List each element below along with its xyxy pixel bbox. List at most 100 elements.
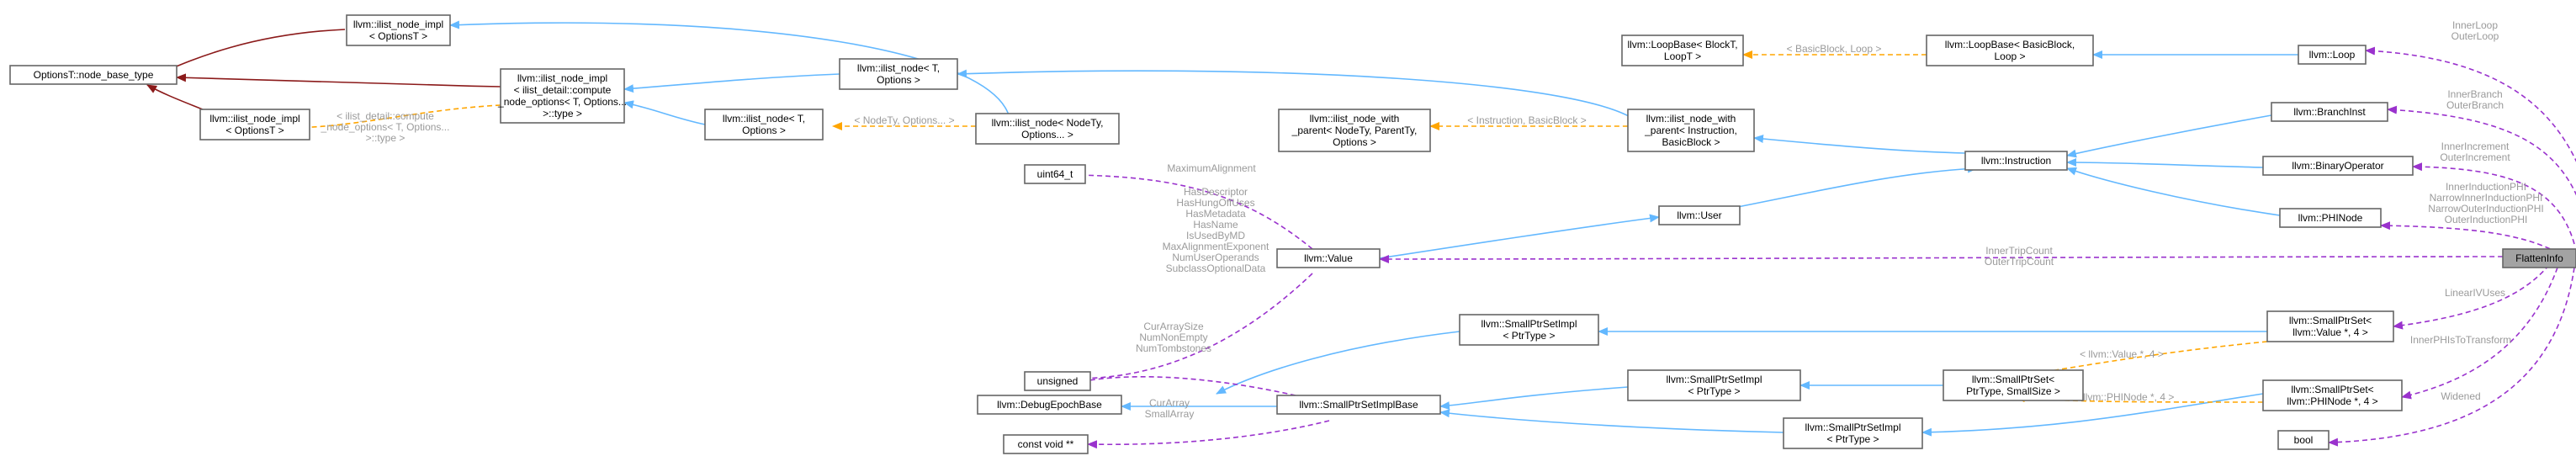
edge-label: < llvm::Value *, 4 >: [2080, 348, 2164, 360]
class-node-smallptrsetimplbase[interactable]: llvm::SmallPtrSetImplBase: [1276, 395, 1441, 415]
edge-impl-a-to-base: [162, 29, 346, 73]
node-label: _parent< Instruction,: [1644, 125, 1737, 136]
class-node-const-void[interactable]: const void **: [1003, 434, 1089, 454]
class-node-value[interactable]: llvm::Value: [1276, 248, 1381, 268]
edge-label: Widened: [2441, 390, 2480, 402]
class-node-binaryoperator[interactable]: llvm::BinaryOperator: [2262, 156, 2414, 176]
edge-label: >::type >: [366, 132, 405, 144]
class-node-ilist-node-impl-a[interactable]: llvm::ilist_node_impl< OptionsT >: [346, 14, 451, 46]
node-label: llvm::ilist_node_impl: [353, 19, 443, 30]
node-label: _parent< NodeTy, ParentTy,: [1291, 125, 1418, 136]
node-box: [2277, 430, 2330, 450]
edge-label: CurArraySize: [1143, 321, 1204, 332]
edge-label: < ilist_detail::compute: [337, 110, 434, 122]
class-node-debugepochbase[interactable]: llvm::DebugEpochBase: [977, 395, 1122, 415]
node-box: [9, 65, 178, 85]
class-node-optionst-node-base-type[interactable]: OptionsT::node_base_type: [9, 65, 178, 85]
edge-label: < llvm::PHINode *, 4 >: [2075, 391, 2175, 403]
node-label: PtrType, SmallSize >: [1966, 385, 2060, 397]
class-node-smallptrsetimpl-c[interactable]: llvm::SmallPtrSetImpl< PtrType >: [1783, 417, 1923, 449]
node-label: unsigned: [1037, 375, 1079, 387]
node-label: llvm::ilist_node< T,: [857, 62, 940, 74]
edge-nodety-to-impl-a: [449, 20, 1010, 119]
edge-label: < BasicBlock, Loop >: [1787, 43, 1882, 55]
node-box: [1943, 369, 2084, 401]
edge-impl-b-to-base: [1439, 386, 1629, 411]
edge-use-counts: [1074, 376, 1296, 396]
edge-branch-to-instruction: [2066, 114, 2272, 158]
class-node-instruction[interactable]: llvm::Instruction: [1964, 151, 2068, 171]
node-label: llvm::SmallPtrSet<: [2289, 315, 2372, 326]
edge-label: LinearIVUses: [2445, 287, 2505, 299]
edge-label: NarrowInnerInductionPHI: [2430, 192, 2543, 204]
node-box: [1964, 151, 2068, 171]
node-box: [704, 109, 824, 141]
node-label: llvm::SmallPtrSetImpl: [1481, 318, 1577, 330]
class-node-ilist-node-t-b[interactable]: llvm::ilist_node< T,Options >: [704, 109, 824, 141]
class-node-uint64-t[interactable]: uint64_t: [1024, 164, 1086, 184]
node-box: [1627, 369, 1801, 401]
node-box: [1627, 109, 1755, 152]
class-node-ilist-node-impl-compute[interactable]: llvm::ilist_node_impl< ilist_detail::com…: [497, 68, 627, 124]
class-node-ilist-node-with-parent-instruction[interactable]: llvm::ilist_node_with_parent< Instructio…: [1627, 109, 1755, 152]
class-node-loopbase-basicblock[interactable]: llvm::LoopBase< BasicBlock,Loop >: [1926, 34, 2094, 66]
node-box: [1278, 109, 1431, 152]
node-label: llvm::User: [1677, 209, 1721, 221]
edge-phi-to-instruction: [2066, 167, 2281, 216]
edge-label: HasDescriptor: [1184, 186, 1248, 198]
class-node-ilist-node-with-parent-nodety[interactable]: llvm::ilist_node_with_parent< NodeTy, Pa…: [1278, 109, 1431, 152]
node-label: llvm::SmallPtrSet<: [2291, 384, 2373, 395]
class-node-smallptrsetimpl-a[interactable]: llvm::SmallPtrSetImpl< PtrType >: [1459, 314, 1599, 346]
node-label: llvm::LoopBase< BlockT,: [1627, 39, 1737, 50]
edge-templ-compute: [294, 104, 501, 132]
class-node-branchinst[interactable]: llvm::BranchInst: [2271, 102, 2388, 122]
class-node-flatteninfo: FlattenInfo: [2502, 248, 2576, 268]
edge-label: OuterIncrement: [2440, 151, 2510, 163]
node-label: < PtrType >: [1688, 385, 1740, 397]
class-node-ilist-node-impl-b[interactable]: llvm::ilist_node_impl< OptionsT >: [199, 109, 310, 141]
class-node-ilist-node-nodety[interactable]: llvm::ilist_node< NodeTy,Options... >: [975, 113, 1120, 145]
node-label: llvm::ilist_node_impl: [209, 113, 299, 125]
edge-templ-value-4: [2015, 341, 2268, 379]
edge-label: HasName: [1193, 219, 1238, 231]
edge-label: InnerInductionPHI: [2446, 181, 2526, 193]
node-label: < PtrType >: [1503, 330, 1555, 342]
node-box: [1003, 434, 1089, 454]
node-box: [346, 14, 451, 46]
class-node-phinode[interactable]: llvm::PHINode: [2279, 208, 2382, 228]
edge-use-tripcount: [1379, 254, 2504, 263]
class-node-smallptrset-phinode[interactable]: llvm::SmallPtrSet<llvm::PHINode *, 4 >: [2262, 379, 2403, 411]
node-box: [500, 68, 625, 124]
class-node-loop[interactable]: llvm::Loop: [2298, 45, 2367, 65]
node-box: [199, 109, 310, 141]
edge-label: < NodeTy, Options... >: [854, 114, 954, 126]
node-label: llvm::DebugEpochBase: [997, 399, 1102, 411]
class-node-user[interactable]: llvm::User: [1658, 205, 1741, 225]
edge-label: InnerTripCount: [1985, 245, 2053, 257]
node-box: [2262, 379, 2403, 411]
node-label: llvm::ilist_node_impl: [517, 72, 607, 84]
edge-label: InnerPHIsToTransform: [2410, 334, 2511, 346]
edge-label: NumTombstones: [1136, 342, 1211, 354]
class-node-smallptrset-value[interactable]: llvm::SmallPtrSet<llvm::Value *, 4 >: [2266, 310, 2394, 342]
edge-label: _node_options< T, Options...: [321, 121, 450, 133]
class-node-bool[interactable]: bool: [2277, 430, 2330, 450]
node-label: llvm::PHINode *, 4 >: [2287, 395, 2377, 407]
class-node-unsigned[interactable]: unsigned: [1024, 371, 1091, 391]
class-node-smallptrsetimpl-b[interactable]: llvm::SmallPtrSetImpl< PtrType >: [1627, 369, 1801, 401]
class-node-smallptrset-ptrtype[interactable]: llvm::SmallPtrSet<PtrType, SmallSize >: [1943, 369, 2084, 401]
edge-label: CurArray: [1149, 397, 1190, 409]
class-node-ilist-node-t-a[interactable]: llvm::ilist_node< T,Options >: [839, 58, 958, 90]
node-label: llvm::ilist_node< T,: [723, 113, 805, 125]
node-box: [2279, 208, 2382, 228]
node-box: [1276, 395, 1441, 415]
class-node-loopbase-blockt[interactable]: llvm::LoopBase< BlockT,LoopT >: [1621, 34, 1744, 66]
edge-label: MaximumAlignment: [1167, 162, 1256, 174]
edge-labels: < ilist_detail::compute_node_options< T,…: [321, 19, 2544, 420]
node-label: llvm::LoopBase< BasicBlock,: [1945, 39, 2075, 50]
node-label: llvm::SmallPtrSetImpl: [1666, 374, 1762, 385]
node-label: < OptionsT >: [225, 125, 284, 136]
nodes: OptionsT::node_base_typellvm::ilist_node…: [9, 14, 2576, 454]
edge-label: InnerIncrement: [2441, 141, 2510, 152]
